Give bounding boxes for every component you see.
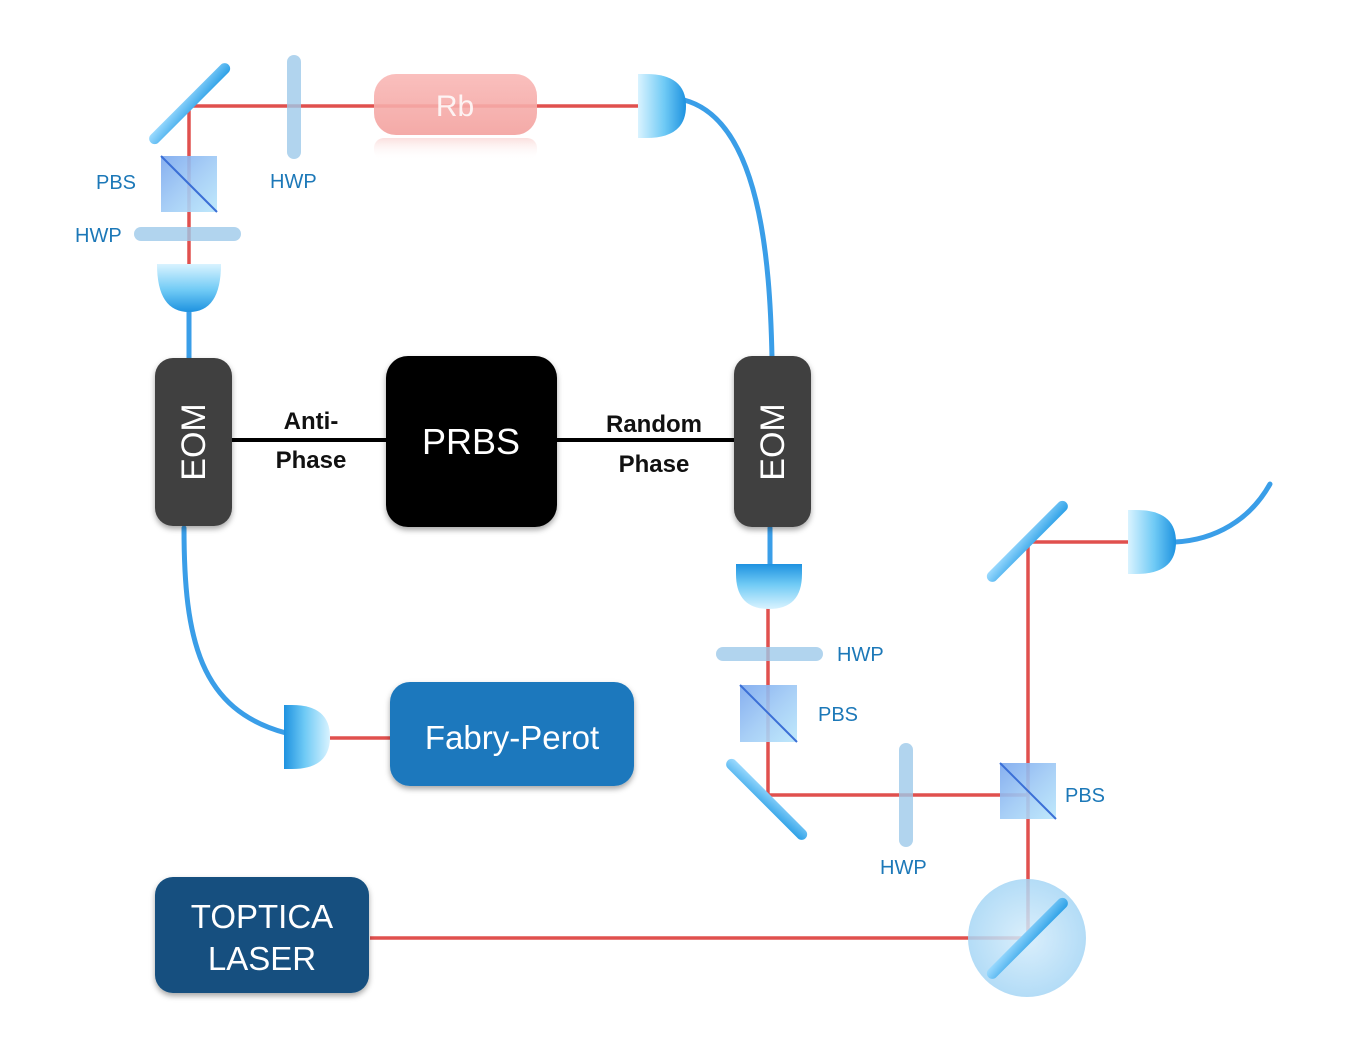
fiber-eom-left-bottom	[181, 525, 289, 736]
pbs-bottom-right-label: PBS	[1065, 785, 1105, 807]
hwp-top-left	[134, 227, 241, 241]
eom-right-label: EOM	[754, 403, 792, 480]
pbs-right-label: PBS	[818, 704, 858, 726]
pbs-top-left-label: PBS	[96, 172, 136, 194]
mirror-top-right	[986, 500, 1068, 582]
fiber-coupler-top-right-icon	[638, 74, 686, 138]
random-phase-label-line1: Random	[606, 411, 702, 438]
pbs-right	[739, 684, 798, 743]
eom-left	[155, 358, 232, 526]
fabry-perot-label: Fabry-Perot	[425, 719, 599, 756]
fiber-coupler-right-icon	[736, 564, 802, 609]
hwp-bottom	[899, 743, 913, 847]
mirror-top-left	[149, 63, 231, 145]
laser-label-line1: TOPTICA	[191, 898, 333, 935]
optical-fibers	[181, 97, 1273, 736]
prbs-label: PRBS	[422, 421, 520, 462]
anti-phase-label-line1: Anti-	[284, 408, 339, 435]
hwp-bottom-label: HWP	[880, 857, 927, 879]
fabry-perot-cavity	[390, 682, 634, 786]
mirror-bottom-middle	[726, 758, 808, 840]
fiber-coupler-output-icon	[1128, 510, 1176, 574]
hwp-right	[716, 647, 823, 661]
pbs-top-left	[160, 155, 218, 213]
eom-left-label: EOM	[175, 403, 213, 480]
prbs-generator	[386, 356, 557, 527]
flip-mirror-mount	[968, 879, 1086, 997]
fiber-coupler-fp-icon	[284, 705, 330, 769]
random-phase-label-line2: Phase	[619, 451, 690, 478]
pbs-bottom-right	[999, 762, 1057, 820]
toptica-laser	[155, 877, 369, 993]
anti-phase-label-line2: Phase	[276, 447, 347, 474]
rb-vapor-cell: Rb	[374, 74, 537, 160]
hwp-top-left-label: HWP	[75, 225, 122, 247]
fiber-top-right	[681, 97, 775, 361]
laser-beams	[187, 104, 1130, 940]
hwp-right-label: HWP	[837, 644, 884, 666]
laser-label-line2: LASER	[208, 940, 316, 977]
hwp-top-label: HWP	[270, 171, 317, 193]
eom-right	[734, 356, 811, 527]
rb-label: Rb	[436, 90, 474, 123]
hwp-top	[287, 55, 301, 159]
fiber-output	[1172, 481, 1273, 545]
fiber-coupler-top-left-icon	[157, 264, 221, 312]
